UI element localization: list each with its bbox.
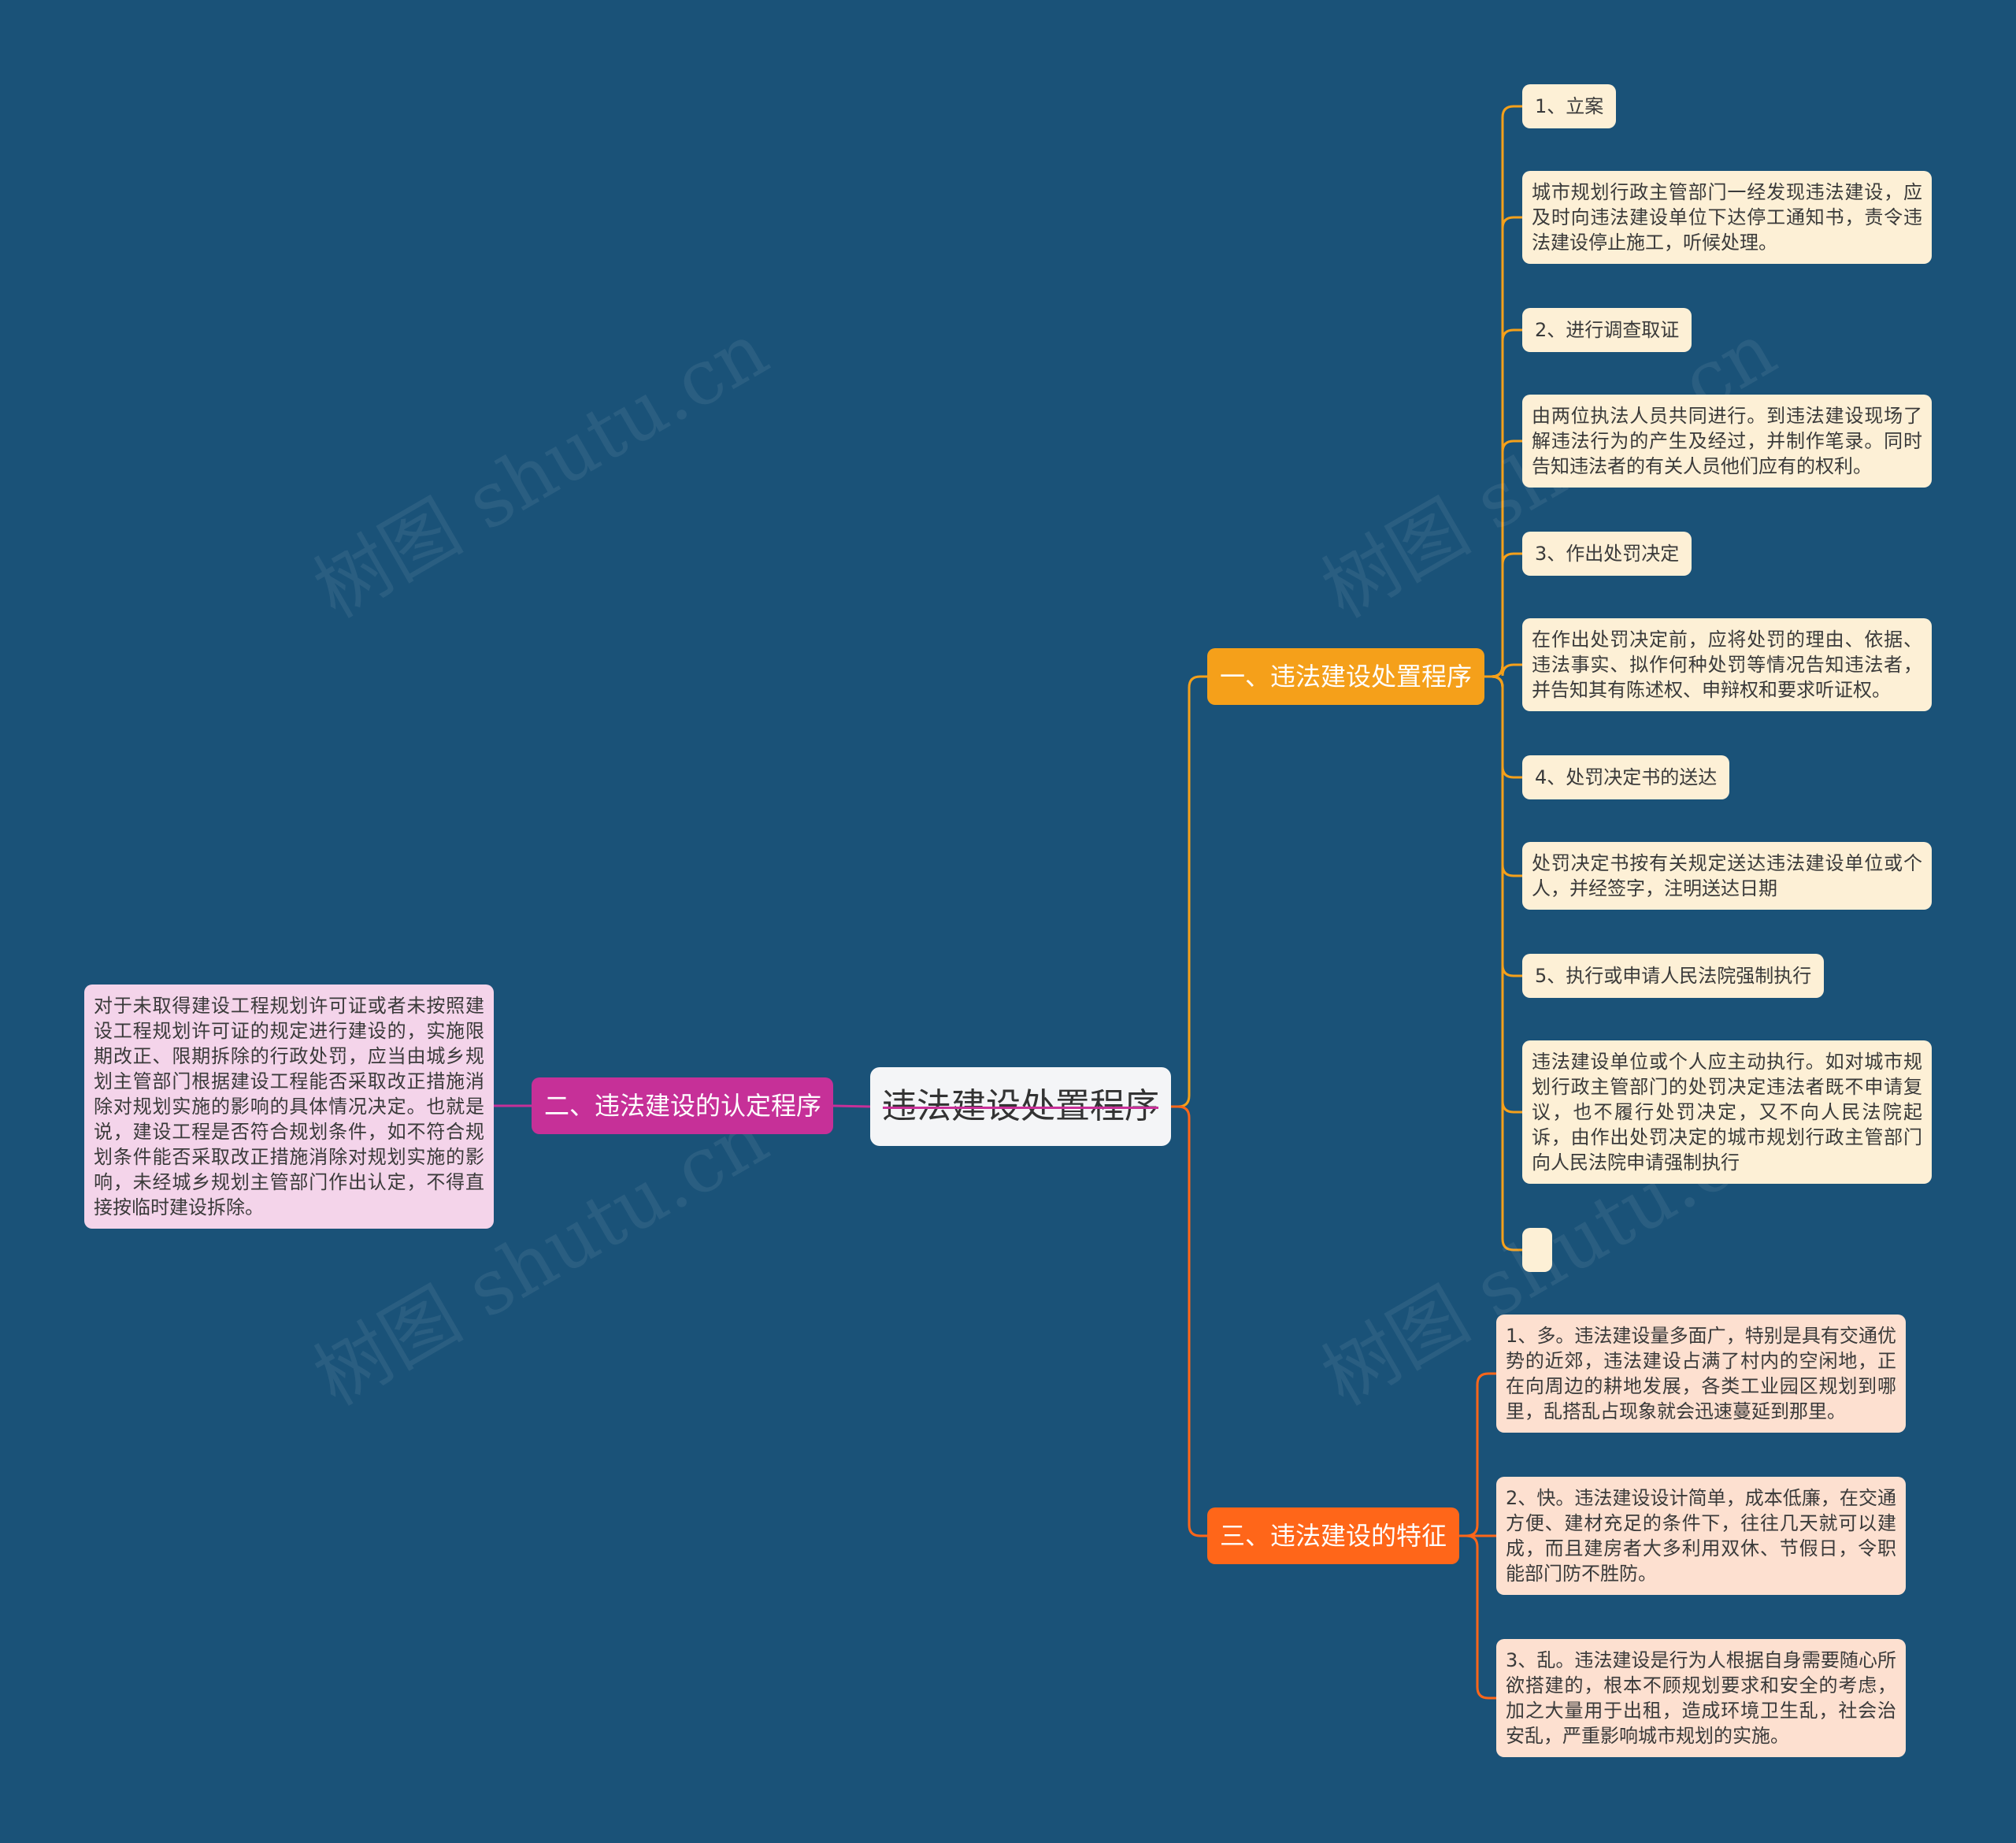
branch-characteristics[interactable]: 三、违法建设的特征 [1207, 1507, 1459, 1564]
leaf-feature-chaotic[interactable]: 3、乱。违法建设是行为人根据自身需要随心所欲搭建的，根本不顾规划要求和安全的考虑… [1496, 1639, 1906, 1757]
leaf-identification-detail[interactable]: 对于未取得建设工程规划许可证或者未按照建设工程规划许可证的规定进行建设的，实施限… [84, 985, 494, 1229]
link-root-branch3 [1171, 1105, 1207, 1537]
leaf-step-investigation[interactable]: 2、进行调查取证 [1522, 308, 1692, 352]
leaf-step-penalty-decision-detail[interactable]: 在作出处罚决定前，应将处罚的理由、依据、违法事实、拟作何种处罚等情况告知违法者，… [1522, 618, 1932, 711]
leaf-empty[interactable] [1522, 1228, 1552, 1272]
leaf-step-enforcement-detail[interactable]: 违法建设单位或个人应主动执行。如对城市规划行政主管部门的处罚决定违法者既不申请复… [1522, 1040, 1932, 1184]
leaf-step-service[interactable]: 4、处罚决定书的送达 [1522, 755, 1730, 799]
leaf-step-enforcement[interactable]: 5、执行或申请人民法院强制执行 [1522, 954, 1825, 998]
branch-disposal-procedure[interactable]: 一、违法建设处置程序 [1207, 648, 1484, 705]
leaf-step-filing[interactable]: 1、立案 [1522, 84, 1617, 128]
link-root-branch2 [832, 1104, 871, 1108]
link-branch3-leaf [1459, 1534, 1496, 1700]
link-root-branch1 [1171, 675, 1207, 1108]
link-branch1-leaf [1484, 675, 1522, 1252]
root-node[interactable]: 违法建设处置程序 [870, 1067, 1171, 1146]
link-branch3-leaf [1459, 1372, 1496, 1537]
leaf-feature-fast[interactable]: 2、快。违法建设设计简单，成本低廉，在交通方便、建材充足的条件下，往往几天就可以… [1496, 1477, 1906, 1595]
leaf-step-service-detail[interactable]: 处罚决定书按有关规定送达违法建设单位或个人，并经签字，注明送达日期 [1522, 842, 1932, 910]
link-branch1-leaf [1484, 552, 1522, 678]
branch-identification-procedure[interactable]: 二、违法建设的认定程序 [532, 1077, 833, 1134]
leaf-step-investigation-detail[interactable]: 由两位执法人员共同进行。到违法建设现场了解违法行为的产生及经过，并制作笔录。同时… [1522, 395, 1932, 488]
link-branch1-leaf [1484, 663, 1522, 678]
leaf-step-penalty-decision[interactable]: 3、作出处罚决定 [1522, 532, 1692, 576]
leaf-step-filing-detail[interactable]: 城市规划行政主管部门一经发现违法建设，应及时向违法建设单位下达停工通知书，责令违… [1522, 171, 1932, 264]
leaf-feature-many[interactable]: 1、多。违法建设量多面广，特别是具有交通优势的近郊，违法建设占满了村内的空闲地，… [1496, 1315, 1906, 1433]
